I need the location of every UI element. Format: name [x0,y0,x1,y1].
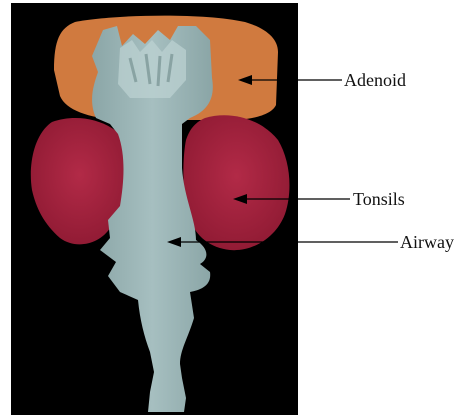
adenoid-label: Adenoid [344,70,406,90]
airway-highlight [118,40,186,98]
tonsils-label: Tonsils [353,189,405,209]
right-tonsil-shape [183,115,289,250]
airway-label: Airway [400,232,454,252]
